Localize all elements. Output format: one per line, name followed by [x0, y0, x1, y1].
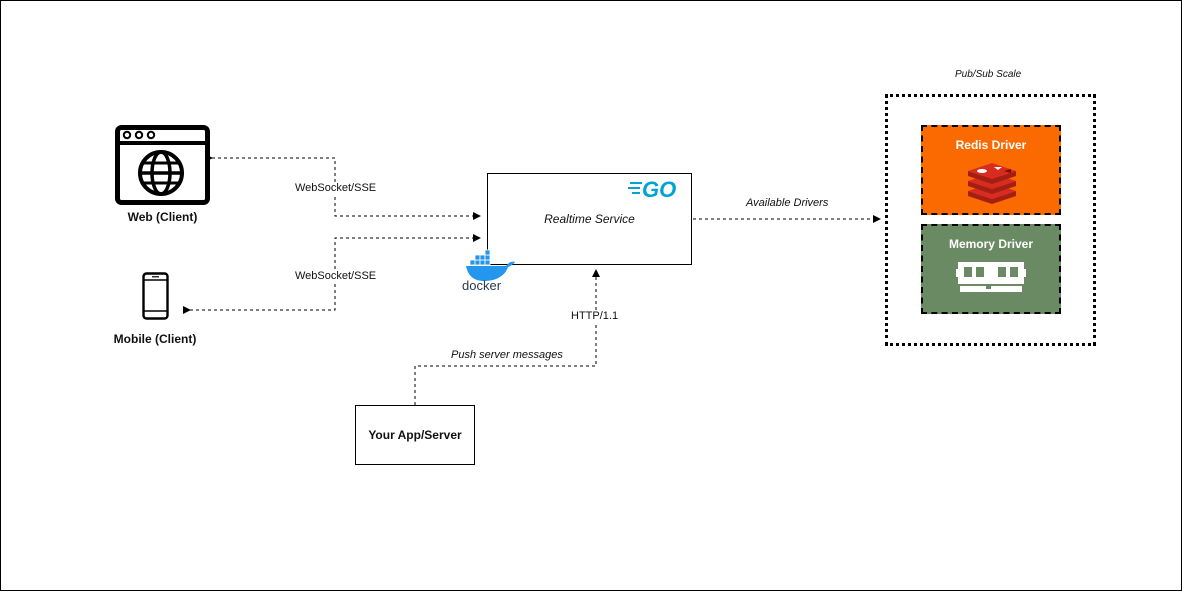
memory-driver-label: Memory Driver	[948, 237, 1034, 251]
pubsub-title: Pub/Sub Scale	[955, 69, 1022, 80]
app-server-node[interactable]: Your App/Server	[355, 405, 475, 465]
memory-driver-node[interactable]: Memory Driver	[921, 224, 1061, 314]
web-client-label: Web (Client)	[127, 210, 198, 224]
docker-logo-icon: docker	[462, 249, 515, 292]
redis-icon	[968, 163, 1016, 204]
app-connector	[414, 269, 600, 405]
drivers-label: Available Drivers	[746, 197, 829, 209]
web-protocol-label: WebSocket/SSE	[295, 182, 377, 194]
push-label: Push server messages	[451, 349, 563, 361]
go-logo-text: GO	[642, 177, 676, 200]
app-server-label: Your App/Server	[368, 428, 462, 442]
pubsub-container	[885, 94, 1096, 346]
memory-chip-icon	[956, 262, 1026, 292]
http-label: HTTP/1.1	[571, 310, 619, 322]
service-title: Realtime Service	[544, 212, 635, 226]
browser-globe-icon	[115, 125, 210, 205]
mobile-phone-icon	[142, 272, 169, 320]
redis-driver-node[interactable]: Redis Driver	[921, 125, 1061, 215]
go-logo-icon: GO	[628, 177, 676, 200]
redis-driver-label: Redis Driver	[955, 138, 1027, 152]
docker-logo-text: docker	[462, 278, 502, 292]
mobile-protocol-label: WebSocket/SSE	[295, 270, 377, 282]
realtime-service-node[interactable]: Realtime Service	[487, 173, 692, 265]
mobile-client-label: Mobile (Client)	[113, 332, 197, 346]
